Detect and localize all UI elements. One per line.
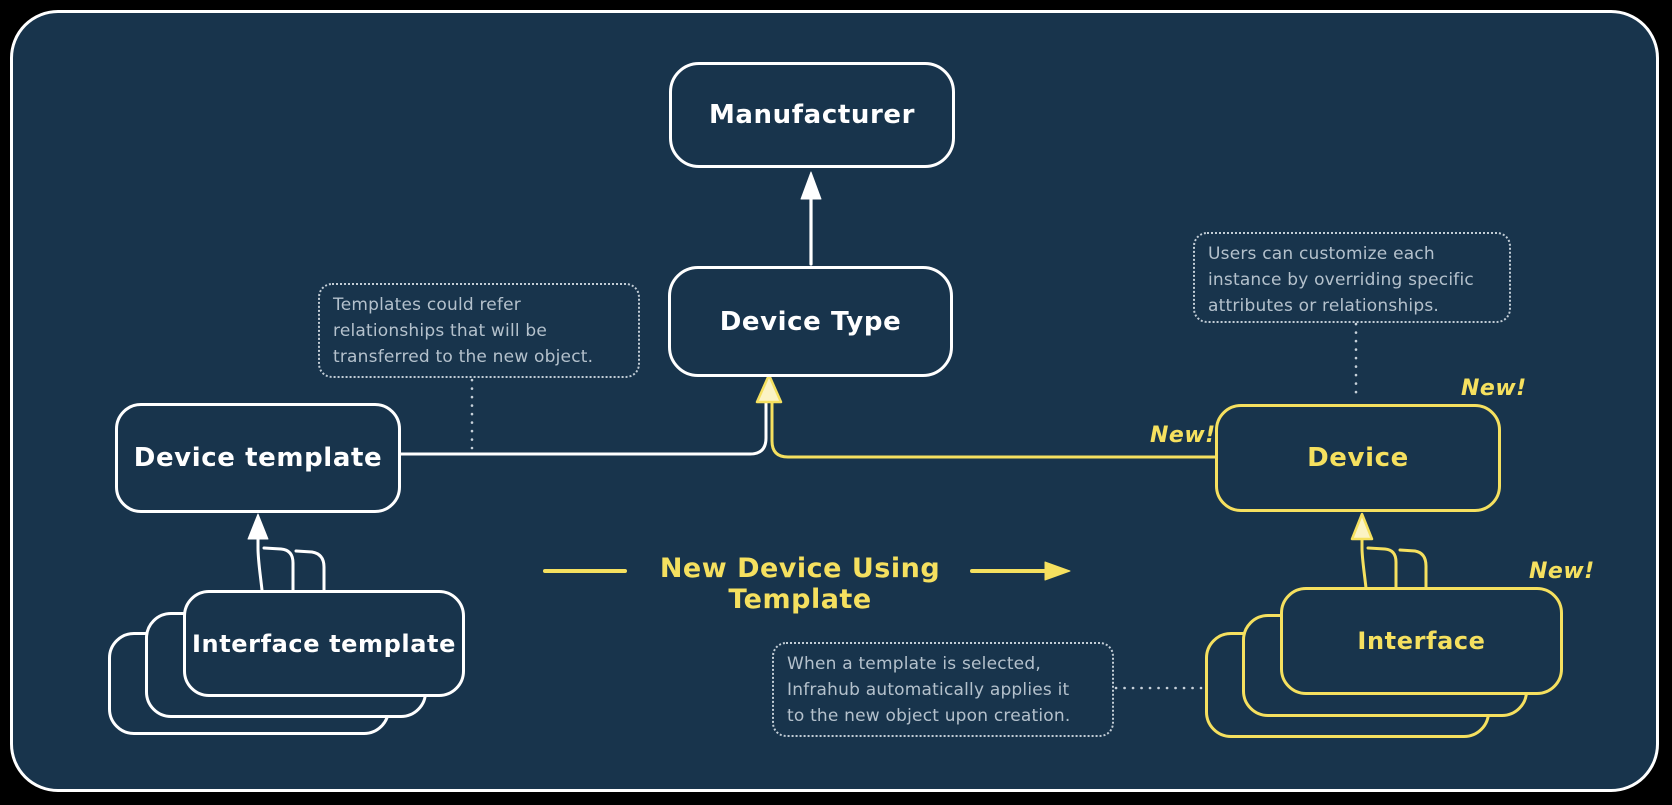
- line-interface-branch: [1366, 546, 1398, 591]
- line-interface-template-to-device-template: [256, 525, 264, 592]
- node-manufacturer: Manufacturer: [669, 62, 955, 168]
- new-badge-device: New!: [1461, 376, 1527, 401]
- line-interface-branch: [1398, 548, 1428, 591]
- note-line: attributes or relationships.: [1208, 296, 1439, 316]
- note-apply: When a template is selected, Infrahub au…: [772, 642, 1114, 737]
- node-label: Device: [1307, 443, 1409, 473]
- line-interface-template-branch: [262, 546, 295, 593]
- note-line: transferred to the new object.: [333, 347, 594, 367]
- arrowhead-up-icon: [1350, 512, 1374, 541]
- flow-label: New Device Using Template: [659, 553, 941, 615]
- note-line: Templates could refer: [333, 295, 521, 315]
- node-device-type: Device Type: [668, 266, 953, 377]
- arrowhead-right-icon: [1044, 561, 1071, 581]
- node-label: Interface template: [191, 629, 456, 658]
- note-line: relationships that will be: [333, 321, 548, 341]
- node-device-template: Device template: [115, 403, 401, 513]
- note-line: Users can customize each: [1208, 244, 1435, 264]
- arrowhead-up-icon: [755, 373, 783, 404]
- node-label: Device template: [133, 443, 383, 473]
- arrowhead-up-icon: [247, 513, 269, 540]
- note-customize: Users can customize each instance by ove…: [1193, 232, 1511, 323]
- line-interface-to-device: [1360, 525, 1368, 590]
- line-device-template-to-device-type: [399, 395, 768, 456]
- line-interface-template-branch: [294, 549, 326, 593]
- note-line: Infrahub automatically applies it: [787, 680, 1070, 700]
- new-badge-line: New!: [1150, 423, 1216, 448]
- node-interface: Interface: [1280, 587, 1563, 695]
- node-interface-template: Interface template: [183, 590, 465, 697]
- note-templates: Templates could refer relationships that…: [318, 283, 640, 378]
- new-badge-interface: New!: [1529, 559, 1595, 584]
- note-line: instance by overriding specific: [1208, 270, 1474, 290]
- note-line: When a template is selected,: [787, 654, 1041, 674]
- node-device: Device: [1215, 404, 1501, 512]
- arrowhead-up-icon: [800, 171, 822, 200]
- note-line: to the new object upon creation.: [787, 706, 1071, 726]
- node-label: Device Type: [719, 306, 902, 337]
- node-label: Manufacturer: [708, 100, 916, 130]
- node-label: Interface: [1357, 627, 1486, 655]
- line-device-to-device-type: [770, 395, 1217, 459]
